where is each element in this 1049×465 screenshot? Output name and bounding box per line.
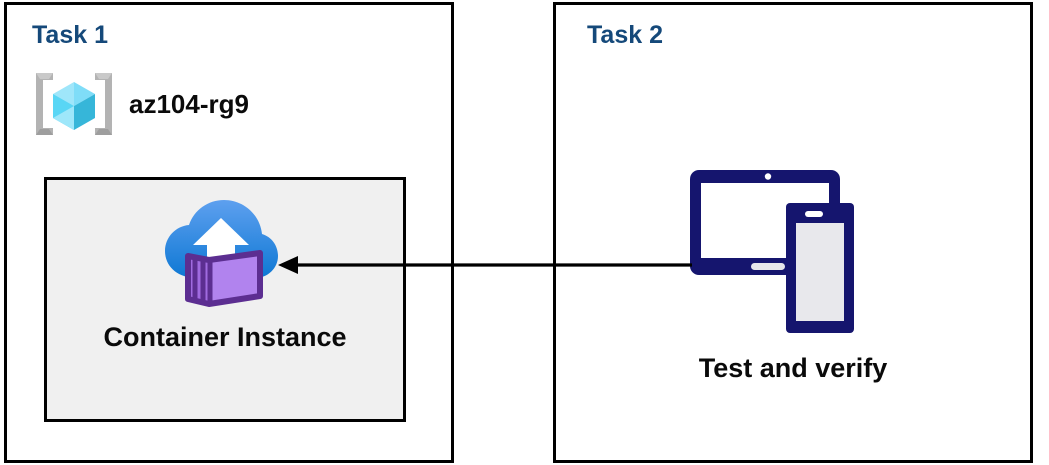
panel-task-1: Task 1 <box>4 2 454 463</box>
resource-group-row: az104-rg9 <box>33 63 249 145</box>
container-instance-label: Container Instance <box>103 322 347 352</box>
panel-task-1-title: Task 1 <box>32 21 108 49</box>
container-instance-box: Container Instance <box>44 177 406 422</box>
resource-group-label: az104-rg9 <box>129 88 249 119</box>
panel-task-2: Task 2 Test and verify <box>553 2 1033 463</box>
test-and-verify-label: Test and verify <box>698 353 888 383</box>
flow-arrow <box>278 256 692 274</box>
azure-resource-group-icon <box>33 63 115 145</box>
panel-task-2-title: Task 2 <box>587 21 663 49</box>
